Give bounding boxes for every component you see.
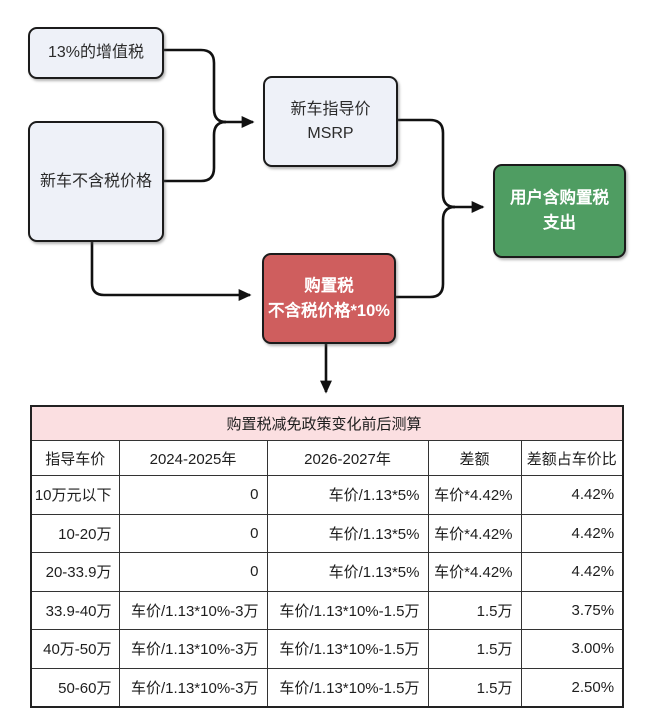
table-row: 33.9-40万 车价/1.13*10%-3万 车价/1.13*10%-1.5万… — [30, 590, 624, 630]
cell: 车价*4.42% — [427, 552, 522, 592]
table-row: 10-20万 0 车价/1.13*5% 车价*4.42% 4.42% — [30, 513, 624, 553]
cell: 10万元以下 — [30, 475, 120, 515]
cell: 车价/1.13*10%-1.5万 — [266, 667, 429, 708]
cell: 1.5万 — [427, 590, 522, 630]
cell: 1.5万 — [427, 629, 522, 669]
node-purchase-tax-line1: 购置税 — [304, 276, 354, 295]
cell: 4.42% — [520, 552, 624, 592]
table-row: 20-33.9万 0 车价/1.13*5% 车价*4.42% 4.42% — [30, 552, 624, 592]
cell: 40万-50万 — [30, 629, 120, 669]
cell: 4.42% — [520, 513, 624, 553]
col-header-2026-2027: 2026-2027年 — [266, 440, 429, 476]
arrow-pretax-to-msrp — [160, 120, 227, 183]
cell: 车价/1.13*10%-3万 — [118, 590, 268, 630]
node-msrp: 新车指导价 MSRP — [263, 76, 398, 167]
cell: 车价/1.13*10%-3万 — [118, 629, 268, 669]
flow-arrows — [90, 48, 485, 394]
node-purchase-tax: 购置税 不含税价格*10% — [262, 253, 396, 344]
node-user-expense: 用户含购置税 支出 — [493, 164, 626, 258]
cell: 2.50% — [520, 667, 624, 708]
col-header-price: 指导车价 — [30, 440, 120, 476]
node-pretax-price-label: 新车不含税价格 — [39, 172, 152, 190]
arrow-vat-to-msrp — [160, 48, 227, 124]
table-row: 50-60万 车价/1.13*10%-3万 车价/1.13*10%-1.5万 1… — [30, 667, 624, 708]
cell: 33.9-40万 — [30, 590, 120, 630]
table-row: 10万元以下 0 车价/1.13*5% 车价*4.42% 4.42% — [30, 475, 624, 515]
table-title: 购置税减免政策变化前后测算 — [30, 405, 624, 441]
cell: 车价/1.13*10%-3万 — [118, 667, 268, 708]
cell: 车价/1.13*10%-1.5万 — [266, 629, 429, 669]
node-user-expense-line2: 支出 — [543, 214, 576, 232]
col-header-2024-2025: 2024-2025年 — [118, 440, 268, 476]
table-row: 40万-50万 车价/1.13*10%-3万 车价/1.13*10%-1.5万 … — [30, 629, 624, 669]
cell: 车价/1.13*5% — [266, 552, 429, 592]
cell: 车价/1.13*5% — [266, 513, 429, 553]
arrow-tax-to-user — [394, 205, 456, 299]
node-purchase-tax-line2: 不含税价格*10% — [268, 301, 390, 320]
cell: 20-33.9万 — [30, 552, 120, 592]
table-title-row: 购置税减免政策变化前后测算 — [30, 405, 624, 441]
cell: 1.5万 — [427, 667, 522, 708]
cell: 车价*4.42% — [427, 475, 522, 515]
arrow-pretax-to-tax — [90, 238, 252, 301]
cell: 0 — [118, 513, 268, 553]
node-msrp-line2: MSRP — [307, 124, 354, 142]
node-msrp-line1: 新车指导价 — [290, 100, 371, 118]
flowchart: 13%的增值税 新车不含税价格 新车指导价 MSRP 购置税 不含税价格*10%… — [28, 27, 626, 394]
node-vat-label: 13%的增值税 — [47, 44, 145, 61]
node-user-expense-line1: 用户含购置税 — [510, 189, 609, 208]
cell: 0 — [118, 475, 268, 515]
cell: 车价/1.13*5% — [266, 475, 429, 515]
cell: 10-20万 — [30, 513, 120, 553]
col-header-diff: 差额 — [427, 440, 522, 476]
cell: 车价*4.42% — [427, 513, 522, 553]
table-header-row: 指导车价 2024-2025年 2026-2027年 差额 差额占车价比 — [30, 440, 624, 476]
cell: 3.75% — [520, 590, 624, 630]
cell: 车价/1.13*10%-1.5万 — [266, 590, 429, 630]
cell: 0 — [118, 552, 268, 592]
col-header-diff-ratio: 差额占车价比 — [520, 440, 624, 476]
cell: 4.42% — [520, 475, 624, 515]
node-pretax-price: 新车不含税价格 — [28, 121, 164, 242]
cell: 50-60万 — [30, 667, 120, 708]
arrow-msrp-to-user — [395, 118, 456, 209]
cell: 3.00% — [520, 629, 624, 669]
tax-policy-table: 购置税减免政策变化前后测算 指导车价 2024-2025年 2026-2027年… — [30, 405, 625, 708]
node-vat: 13%的增值税 — [28, 27, 164, 79]
